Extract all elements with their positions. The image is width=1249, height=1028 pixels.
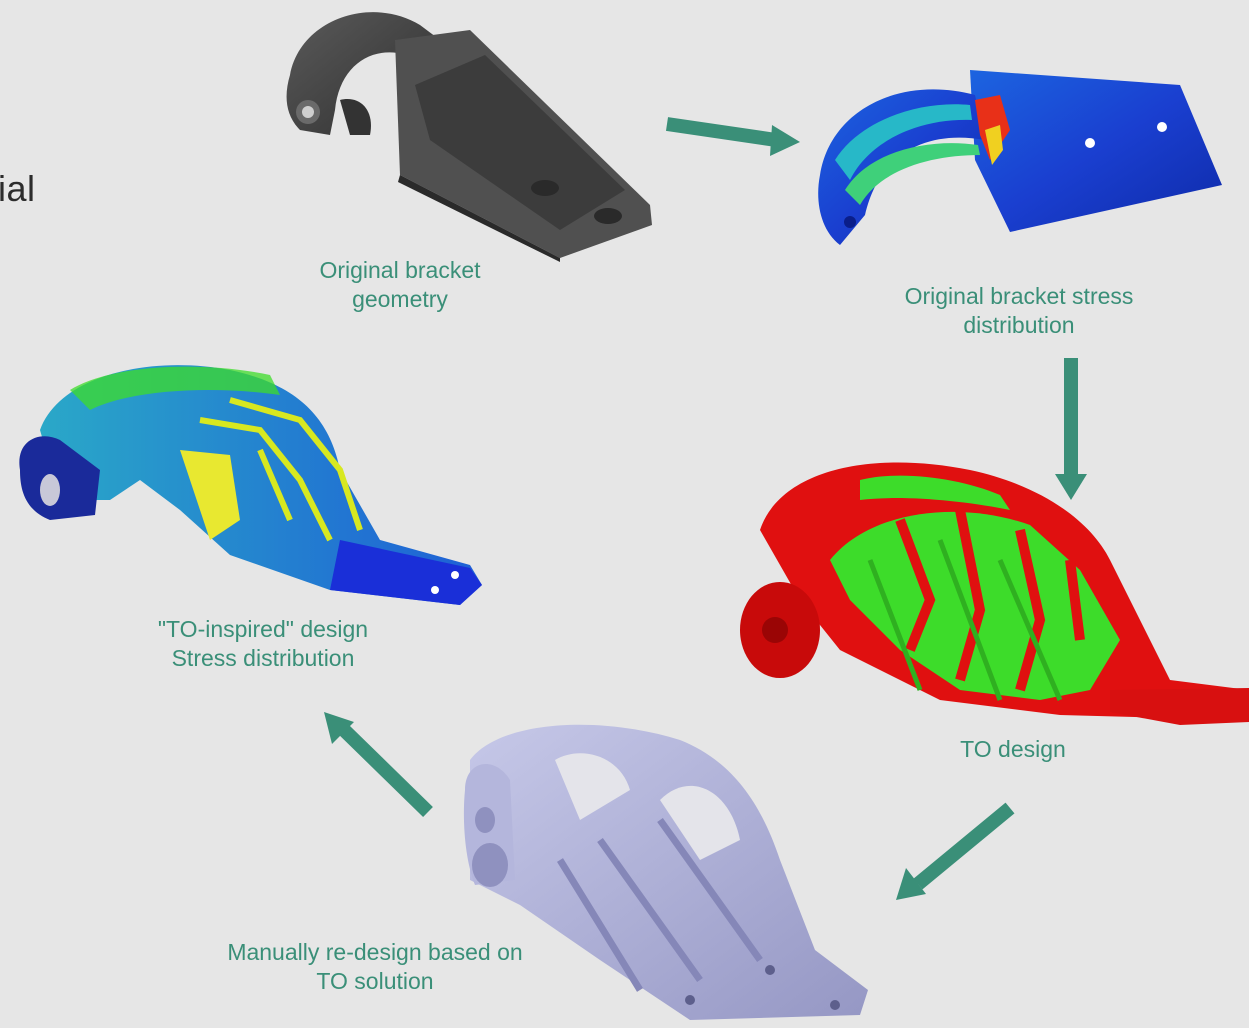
to-inspired-stress-model [19, 365, 482, 605]
caption-manual-redesign: Manually re-design based on TO solution [190, 938, 560, 996]
arrow-geometry-to-stress [667, 124, 800, 156]
arrow-stress-to-to-design [1055, 358, 1087, 500]
to-design-model [740, 463, 1249, 726]
caption-original-stress: Original bracket stress distribution [869, 282, 1169, 340]
caption-to-design: TO design [933, 735, 1093, 764]
caption-original-geometry: Original bracket geometry [300, 256, 500, 314]
original-stress-model [818, 70, 1222, 245]
arrow-to-design-to-redesign [896, 808, 1010, 900]
arrow-redesign-to-inspired [324, 712, 428, 812]
original-bracket-model [287, 12, 652, 262]
caption-to-inspired: "TO-inspired" design Stress distribution [118, 615, 408, 673]
